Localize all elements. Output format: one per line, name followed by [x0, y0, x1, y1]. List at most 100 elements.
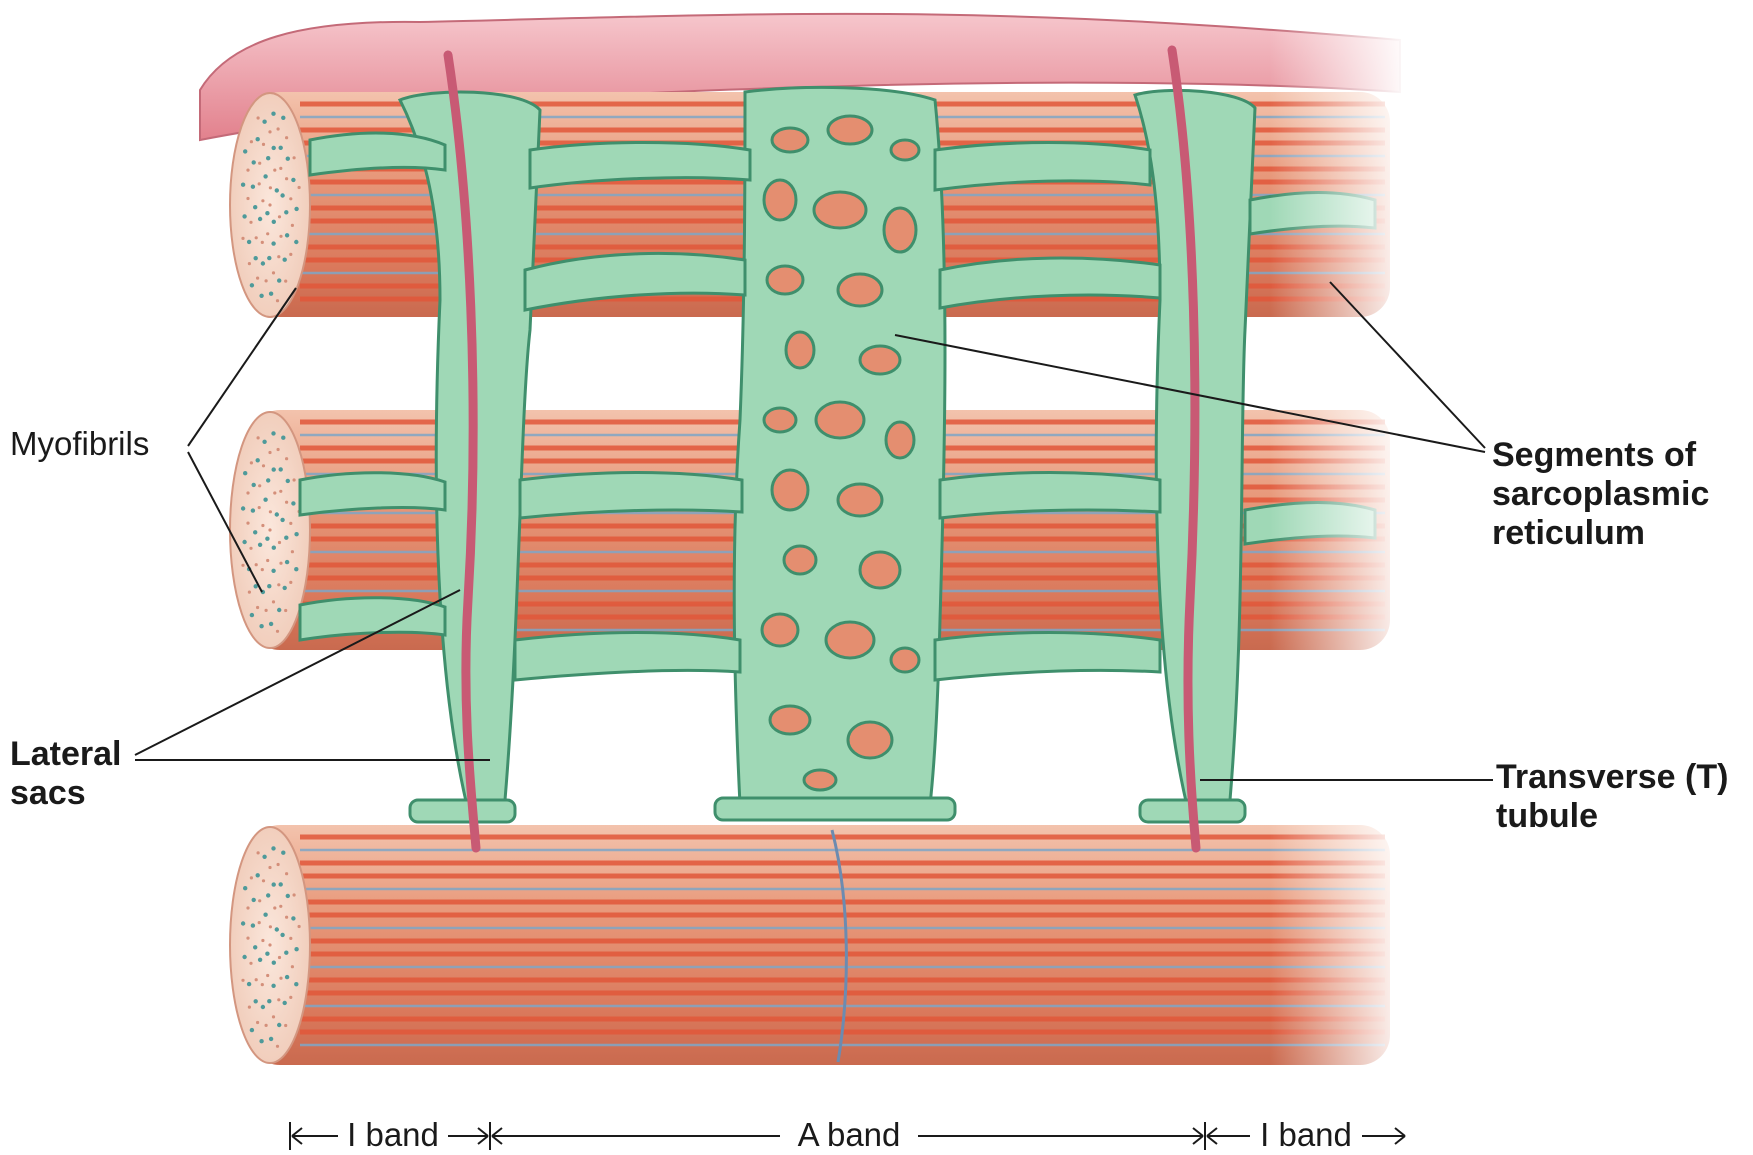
myofilament-dot	[258, 182, 261, 185]
sr-segments-label: Segments of sarcoplasmic reticulum	[1492, 436, 1709, 553]
myofilament-dot	[279, 167, 282, 170]
myofilament-dot	[265, 211, 269, 215]
myofilament-dot	[277, 863, 280, 866]
myofilament-dot	[277, 583, 280, 586]
fade-overlay	[1270, 0, 1410, 1080]
myofilament-dot	[285, 501, 288, 504]
myofilament-dot	[254, 256, 258, 260]
myofilament-dot	[261, 568, 264, 571]
myofilament-dot	[266, 156, 270, 160]
fenestration	[860, 346, 900, 374]
myofilament-dot	[279, 467, 283, 471]
i-band-left-label: I band	[347, 1116, 439, 1153]
myofilament-dot	[272, 467, 276, 471]
myofilament-dot	[294, 532, 298, 536]
myofilament-dot	[285, 916, 288, 919]
myofilament-dot	[294, 240, 298, 244]
myofilament-dot	[284, 951, 288, 955]
fenestration	[886, 422, 914, 458]
myofilament-dot	[248, 591, 251, 594]
myofilament-dot	[246, 522, 249, 525]
myofilament-dot	[257, 116, 260, 119]
myofilament-dot	[293, 893, 296, 896]
sr-bridge	[515, 633, 740, 681]
myofilament-dot	[276, 630, 279, 633]
myofilament-dot	[272, 1015, 275, 1018]
myofilament-dot	[263, 498, 267, 502]
myofilament-dot	[256, 277, 259, 280]
myofilament-dot	[261, 524, 264, 527]
myofilament-dot	[252, 898, 256, 902]
myofilament-dot	[289, 522, 292, 525]
sr-segments-line-2: sarcoplasmic	[1492, 475, 1709, 514]
myofilament-dot	[276, 1045, 279, 1048]
myofilament-dot	[258, 162, 261, 165]
myofilament-dot	[283, 586, 287, 590]
myofilament-dot	[243, 149, 247, 153]
myofilament-dot	[294, 982, 298, 986]
myofilament-dot	[249, 962, 252, 965]
fenestration	[826, 622, 874, 658]
myofilament-dot	[249, 547, 252, 550]
myofibril-bottom	[230, 825, 1390, 1065]
myofilament-dot	[298, 925, 301, 928]
myofilament-dot	[273, 906, 276, 909]
t-tubule-line-1: Transverse (T)	[1496, 758, 1728, 797]
myofilament-dot	[242, 955, 246, 959]
myofilament-dot	[289, 197, 292, 200]
myofibrils-label: Myofibrils	[10, 425, 149, 463]
sr-bridge	[940, 473, 1160, 519]
myofilament-dot	[255, 236, 258, 239]
myofilament-dot	[278, 541, 281, 544]
fenestration	[848, 722, 892, 758]
fenestration	[772, 128, 808, 152]
t-tubule-label: Transverse (T) tubule	[1496, 758, 1728, 836]
myofilament-dot	[241, 183, 245, 187]
myofilament-dot	[241, 237, 244, 240]
myofilament-dot	[259, 624, 263, 628]
myofilament-dot	[280, 933, 284, 937]
myofilament-dot	[277, 998, 280, 1001]
myofilament-dot	[272, 882, 276, 886]
myofilament-dot	[258, 958, 262, 962]
myofilament-dot	[250, 461, 253, 464]
myofilament-dot	[275, 188, 279, 192]
myofilament-dot	[247, 240, 251, 244]
myofilament-dot	[251, 923, 255, 927]
myofilament-dot	[279, 882, 283, 886]
myofilament-dot	[265, 537, 269, 541]
fenestration	[828, 116, 872, 144]
myofilament-dot	[255, 563, 258, 566]
myofilament-dot	[248, 1006, 251, 1009]
band-scale: I band A band I band	[290, 1116, 1405, 1153]
sr-segments-line-1: Segments of	[1492, 436, 1709, 475]
myofilament-dot	[262, 120, 266, 124]
fenestration	[804, 770, 836, 790]
myofilament-dot	[250, 283, 254, 287]
myofilament-dot	[291, 965, 294, 968]
myofilament-dot	[277, 448, 280, 451]
myofilament-dot	[289, 996, 292, 999]
myofilament-dot	[251, 508, 255, 512]
myofilament-dot	[289, 253, 292, 256]
myofilament-dot	[285, 177, 288, 180]
myofilament-dot	[268, 866, 271, 869]
myofilament-dot	[271, 241, 275, 245]
myofilament-dot	[253, 530, 257, 534]
myofilament-dot	[283, 1001, 287, 1005]
myofilament-dot	[263, 913, 267, 917]
myofilament-dot	[272, 146, 276, 150]
myofilament-dot	[277, 255, 280, 258]
myofilament-dot	[271, 431, 275, 435]
myofilament-dot	[279, 562, 282, 565]
fenestration	[786, 332, 814, 368]
myofilament-dot	[269, 292, 273, 296]
myofilament-dot	[255, 978, 258, 981]
myofilament-dot	[273, 169, 276, 172]
myofilament-dot	[294, 567, 298, 571]
myofilament-dot	[285, 233, 289, 237]
myofilament-dot	[246, 906, 249, 909]
myofilament-dot	[269, 510, 272, 513]
myofilament-dot	[257, 436, 260, 439]
